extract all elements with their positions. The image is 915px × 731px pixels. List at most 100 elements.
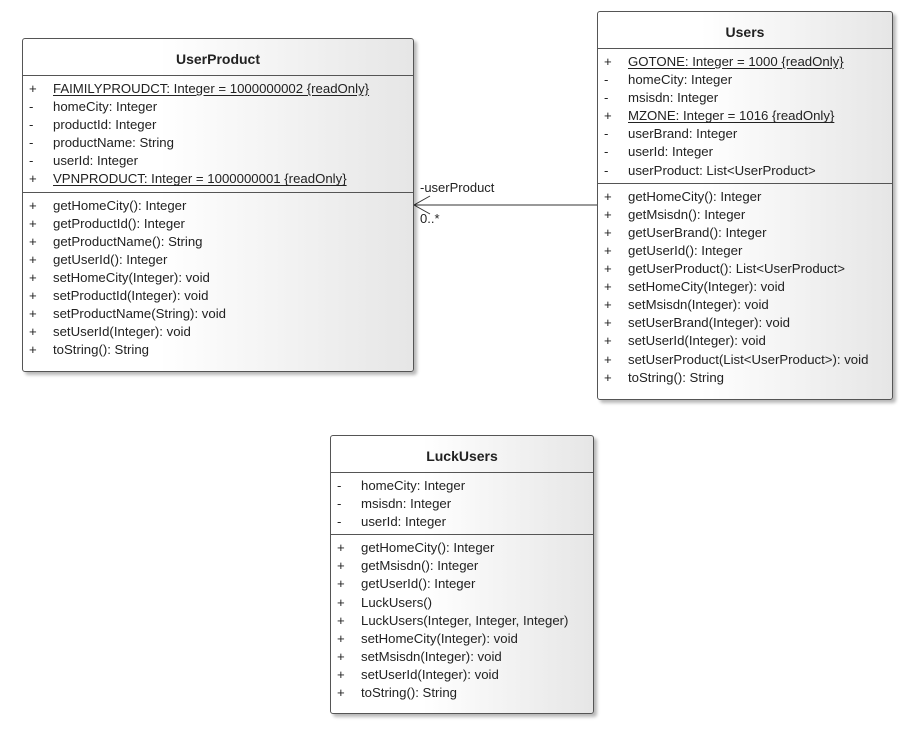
- class-name: Users: [598, 12, 892, 49]
- visibility-marker: +: [337, 630, 345, 646]
- member-text: setUserId(Integer): void: [361, 666, 499, 682]
- attributes-compartment: -homeCity: Integer-msisdn: Integer-userI…: [331, 473, 593, 534]
- attribute-row: -homeCity: Integer: [331, 477, 593, 495]
- member-text: getUserBrand(): Integer: [628, 224, 767, 240]
- operation-row: +toString(): String: [23, 341, 413, 359]
- attribute-row: -msisdn: Integer: [598, 89, 892, 107]
- operation-row: +setUserId(Integer): void: [23, 323, 413, 341]
- visibility-marker: +: [604, 297, 612, 313]
- attribute-row: +GOTONE: Integer = 1000 {readOnly}: [598, 53, 892, 71]
- operation-row: +setUserId(Integer): void: [598, 332, 892, 350]
- operation-row: +getUserId(): Integer: [598, 242, 892, 260]
- operation-row: + toString(): String: [331, 684, 593, 702]
- member-text: getUserId(): Integer: [361, 576, 476, 592]
- visibility-marker: +: [29, 81, 37, 96]
- member-text: getHomeCity(): Integer: [628, 188, 762, 204]
- visibility-marker: +: [29, 342, 37, 358]
- member-text: setUserBrand(Integer): void: [628, 315, 790, 331]
- operation-row: + setHomeCity(Integer): void: [331, 630, 593, 648]
- member-text: getUserId(): Integer: [53, 251, 168, 267]
- visibility-marker: +: [604, 351, 612, 367]
- member-text: homeCity: Integer: [53, 99, 158, 115]
- member-text: msisdn: Integer: [628, 90, 719, 106]
- member-text: userProduct: List<UserProduct>: [628, 162, 816, 178]
- member-text: MZONE: Integer = 1016 {readOnly}: [628, 108, 835, 124]
- operation-row: +LuckUsers(): [331, 594, 593, 612]
- class-luckusers[interactable]: LuckUsers -homeCity: Integer-msisdn: Int…: [330, 435, 594, 714]
- operation-row: + setHomeCity(Integer): void: [598, 278, 892, 296]
- operations-compartment: +getHomeCity(): Integer+getMsisdn(): Int…: [598, 182, 892, 390]
- operation-row: +setProductId(Integer): void: [23, 287, 413, 305]
- operation-row: +getMsisdn(): Integer: [598, 206, 892, 224]
- operation-row: + getUserId(): Integer: [23, 251, 413, 269]
- visibility-marker: +: [604, 261, 612, 277]
- visibility-marker: -: [604, 144, 609, 160]
- visibility-marker: -: [337, 496, 342, 512]
- member-text: homeCity: Integer: [361, 478, 466, 493]
- operation-row: +getMsisdn(): Integer: [331, 557, 593, 575]
- attribute-row: -homeCity: Integer: [598, 71, 892, 89]
- visibility-marker: -: [337, 514, 342, 530]
- member-text: setMsisdn(Integer): void: [628, 297, 769, 313]
- operation-row: + getHomeCity(): Integer: [598, 188, 892, 206]
- operations-compartment: + getHomeCity(): Integer+getMsisdn(): Int…: [331, 534, 593, 705]
- operation-row: +getUserBrand(): Integer: [598, 224, 892, 242]
- visibility-marker: +: [604, 279, 612, 295]
- member-text: setHomeCity(Integer): void: [53, 269, 210, 285]
- visibility-marker: -: [29, 135, 34, 151]
- operation-row: +toString(): String: [598, 369, 892, 387]
- class-users[interactable]: Users +GOTONE: Integer = 1000 {readOnly}…: [597, 11, 893, 400]
- operation-row: +getUserId(): Integer: [331, 575, 593, 593]
- member-text: getHomeCity(): Integer: [53, 197, 187, 213]
- operation-row: + getUserProduct(): List<UserProduct>: [598, 260, 892, 278]
- visibility-marker: -: [604, 72, 609, 88]
- member-text: getUserProduct(): List<UserProduct>: [628, 261, 845, 277]
- class-name: LuckUsers: [331, 436, 593, 473]
- attribute-row: - userId: Integer: [331, 513, 593, 531]
- member-text: setHomeCity(Integer): void: [628, 279, 785, 295]
- visibility-marker: -: [29, 117, 34, 133]
- attributes-compartment: +GOTONE: Integer = 1000 {readOnly}-homeC…: [598, 49, 892, 183]
- visibility-marker: +: [604, 54, 612, 69]
- visibility-marker: +: [29, 324, 37, 340]
- member-text: setProductId(Integer): void: [53, 288, 209, 304]
- visibility-marker: +: [29, 233, 37, 249]
- association-multiplicity-label: 0..*: [420, 211, 440, 226]
- attribute-row: -homeCity: Integer: [23, 98, 413, 116]
- member-text: FAIMILYPROUDCT: Integer = 1000000002 {re…: [53, 81, 370, 96]
- visibility-marker: +: [29, 269, 37, 285]
- visibility-marker: +: [337, 648, 345, 664]
- operation-row: +setUserBrand(Integer): void: [598, 314, 892, 332]
- operation-row: +setProductName(String): void: [23, 305, 413, 323]
- member-text: getHomeCity(): Integer: [361, 540, 495, 556]
- operation-row: +getProductId(): Integer: [23, 215, 413, 233]
- attribute-row: -msisdn: Integer: [331, 495, 593, 513]
- attribute-row: -productId: Integer: [23, 116, 413, 134]
- member-text: setUserId(Integer): void: [628, 333, 766, 349]
- operation-row: + LuckUsers(Integer, Integer, Integer): [331, 612, 593, 630]
- member-text: LuckUsers(): [361, 594, 433, 610]
- member-text: LuckUsers(Integer, Integer, Integer): [361, 612, 569, 628]
- member-text: setHomeCity(Integer): void: [361, 630, 518, 646]
- member-text: productName: String: [53, 135, 174, 151]
- operation-row: + setHomeCity(Integer): void: [23, 269, 413, 287]
- member-text: userId: Integer: [361, 514, 447, 530]
- member-text: getMsisdn(): Integer: [628, 206, 746, 222]
- attribute-row: +VPNPRODUCT: Integer = 1000000001 {readO…: [23, 170, 413, 188]
- attribute-row: -userId: Integer: [23, 152, 413, 170]
- operations-compartment: + getHomeCity(): Integer +getProductId(): …: [23, 191, 413, 363]
- visibility-marker: +: [337, 685, 345, 701]
- visibility-marker: -: [604, 162, 609, 178]
- class-userproduct[interactable]: UserProduct + FAIMILYPROUDCT: Integer = 1…: [22, 38, 414, 372]
- visibility-marker: +: [29, 251, 37, 267]
- member-text: setMsisdn(Integer): void: [361, 648, 502, 664]
- visibility-marker: +: [29, 215, 37, 231]
- visibility-marker: +: [604, 188, 612, 204]
- operation-row: + setMsisdn(Integer): void: [331, 648, 593, 666]
- class-name: UserProduct: [23, 39, 413, 76]
- operation-row: +setUserProduct(List<UserProduct>): void: [598, 351, 892, 369]
- member-text: toString(): String: [361, 685, 458, 701]
- member-text: getProductName(): String: [53, 233, 203, 249]
- visibility-marker: +: [337, 612, 345, 628]
